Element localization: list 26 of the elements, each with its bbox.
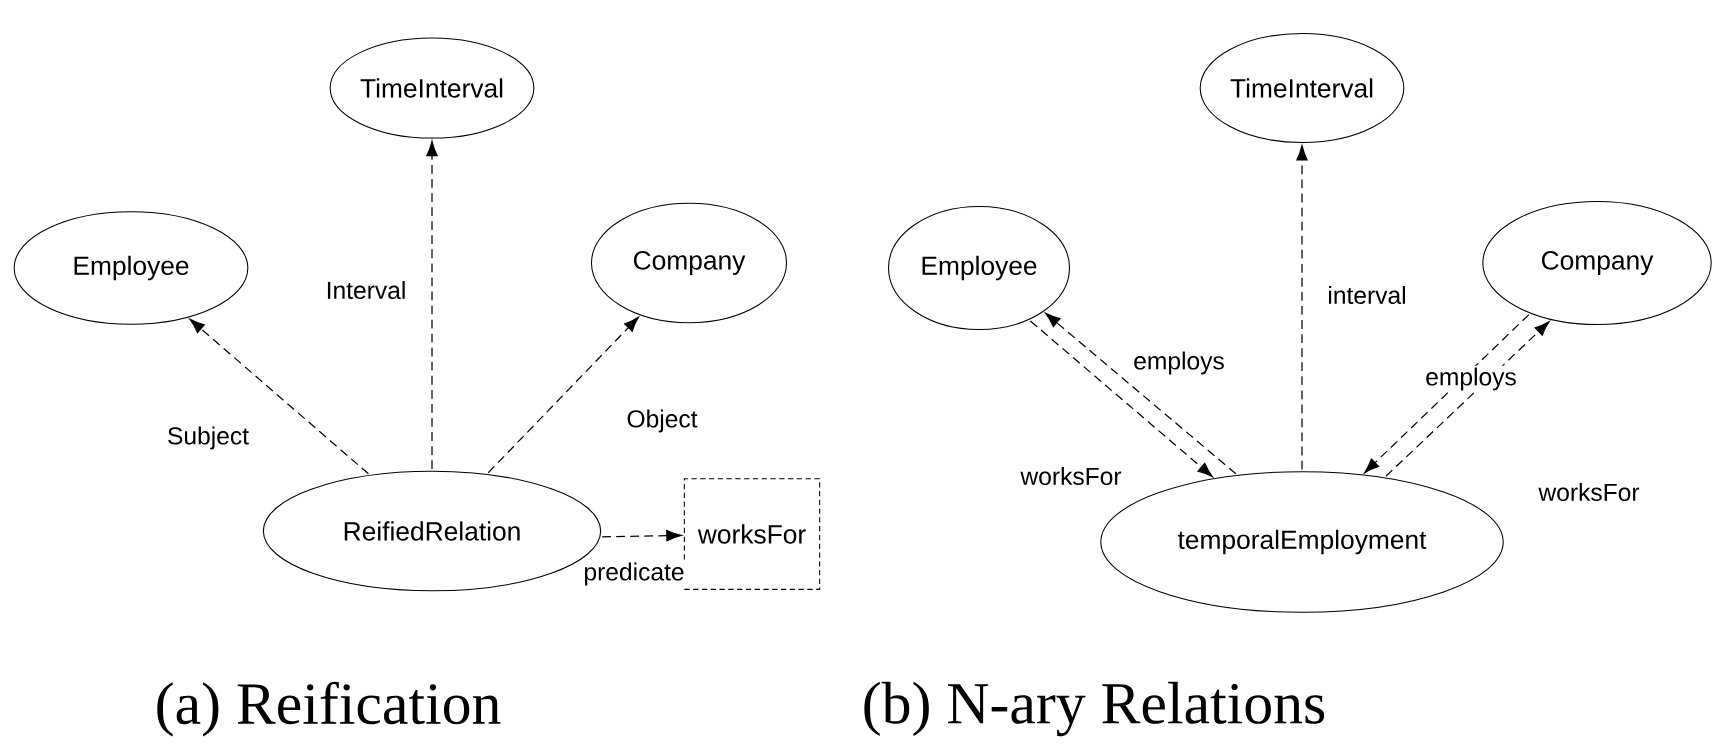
edge-label: employs <box>1423 365 1519 393</box>
edge-label: Object <box>624 407 700 435</box>
caption: (a) Reification <box>157 681 501 737</box>
dashed-box: worksFor <box>683 478 821 590</box>
arrow <box>189 318 370 475</box>
arrow <box>1029 320 1213 478</box>
caption: (b) N-ary Relations <box>864 681 1325 737</box>
arrow <box>426 140 438 470</box>
edge-label: interval <box>1325 284 1409 306</box>
arrow <box>1385 321 1550 477</box>
edge-label: predicate <box>581 560 687 588</box>
oval-node: Company <box>1482 201 1712 326</box>
edge-label: employs <box>1131 349 1227 377</box>
arrow <box>487 316 639 474</box>
oval-node: TimeInterval <box>1199 33 1405 143</box>
arrow <box>1045 312 1237 475</box>
edge-label: worksFor <box>1536 481 1642 503</box>
oval-node: Employee <box>13 211 249 325</box>
oval-node: TimeInterval <box>329 37 535 139</box>
oval-node: Company <box>590 202 788 324</box>
arrow <box>1364 314 1530 474</box>
edge-label: Interval <box>323 279 409 301</box>
arrow <box>601 529 682 542</box>
oval-node: Employee <box>888 206 1070 331</box>
edge-label: Subject <box>165 424 251 452</box>
arrow <box>1296 145 1308 471</box>
